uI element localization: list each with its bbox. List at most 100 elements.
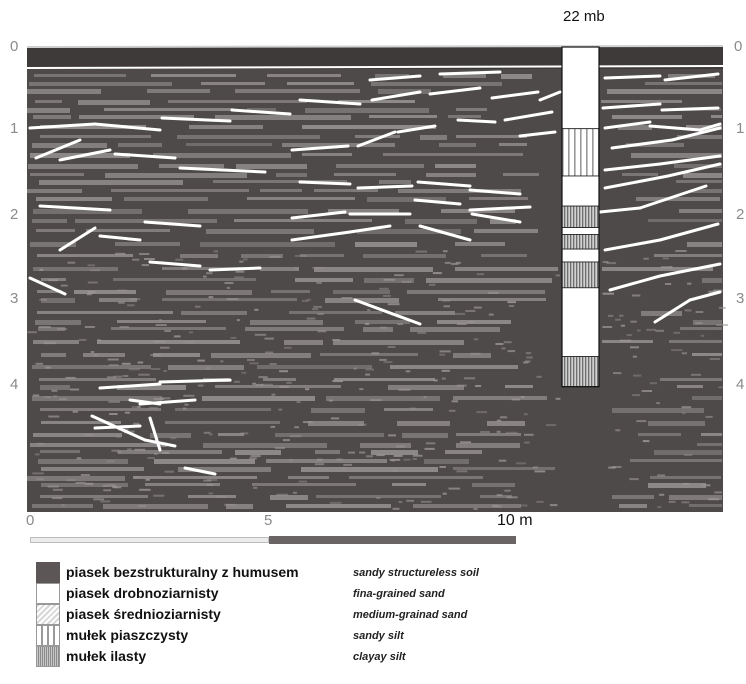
borehole-layer [562,129,599,176]
gray-band [410,327,500,332]
speckle [48,416,59,418]
speckle [243,258,247,260]
speckle [615,429,620,431]
speckle [504,341,512,343]
speckle [237,319,240,321]
speckle [682,412,686,414]
gray-band [188,495,236,498]
speckle [642,390,652,392]
gray-band [369,115,437,118]
speckle [132,259,139,261]
gray-band [455,242,505,246]
speckle [227,287,230,289]
gray-band [320,353,418,356]
speckle [39,299,47,301]
speckle [714,491,722,493]
speckle [295,268,299,270]
gray-band [27,108,70,113]
speckle [230,458,237,460]
speckle [383,295,391,297]
speckle [366,369,375,371]
speckle [619,315,623,317]
speckle [107,460,115,462]
speckle [602,326,612,328]
gray-band [33,267,118,271]
speckle [474,307,482,309]
gray-band [648,219,722,222]
speckle [396,446,405,448]
speckle [556,398,561,400]
speckle [521,396,525,398]
gray-band [86,229,170,232]
speckle [39,326,51,328]
speckle [671,349,682,351]
borehole-layer [562,249,599,262]
gray-band [438,298,546,301]
speckle [154,341,166,343]
speckle [495,343,503,345]
speckle [380,327,387,329]
gray-band [301,467,438,472]
speckle [183,395,194,397]
reflector-line [440,72,500,74]
speckle [406,370,411,372]
speckle [507,301,516,303]
gray-band [118,143,162,147]
speckle [209,296,214,298]
gray-band [619,504,647,508]
speckle [516,462,526,464]
gray-band [311,408,365,413]
gray-band [395,311,455,315]
speckle [370,399,382,401]
gray-band [453,396,547,400]
speckle [108,359,119,361]
gray-band [445,450,482,454]
speckle [57,328,67,330]
speckle [535,470,546,472]
gray-band [41,353,66,357]
speckle [122,363,131,365]
gray-band [180,254,218,258]
speckle [683,483,689,485]
speckle [79,339,86,341]
speckle [115,253,125,255]
speckle [45,367,51,369]
speckle [139,505,146,507]
gray-band [402,433,448,438]
gray-band [267,74,341,77]
speckle [687,283,691,285]
speckle [475,385,481,387]
speckle [675,250,686,252]
gray-band [503,173,539,176]
gray-band [390,365,518,369]
gray-band [40,135,151,138]
reflector-line [210,268,260,270]
gray-band [305,108,429,113]
speckle [439,354,445,356]
legend-label-pl: piasek bezstrukturalny z humusem [66,564,299,580]
borehole-label: 22 mb [563,8,605,25]
speckle [512,398,520,400]
legend-label-pl: piasek drobnoziarnisty [66,585,218,601]
speckle [497,431,501,433]
speckle [297,401,301,403]
speckle [336,459,342,461]
speckle [359,388,363,390]
speckle [154,453,157,455]
speckle [702,484,710,486]
speckle [278,409,282,411]
gray-band [499,143,527,146]
speckle [613,372,621,374]
speckle [442,370,450,372]
swatch-fine-sand [36,583,60,604]
speckle [657,474,665,476]
speckle [138,362,144,364]
gray-band [363,254,446,258]
gray-band [333,290,390,294]
gray-band [113,278,256,281]
speckle [424,396,427,398]
speckle [621,325,625,327]
speckle [294,426,299,428]
reflector-line [358,186,412,188]
speckle [280,386,289,388]
